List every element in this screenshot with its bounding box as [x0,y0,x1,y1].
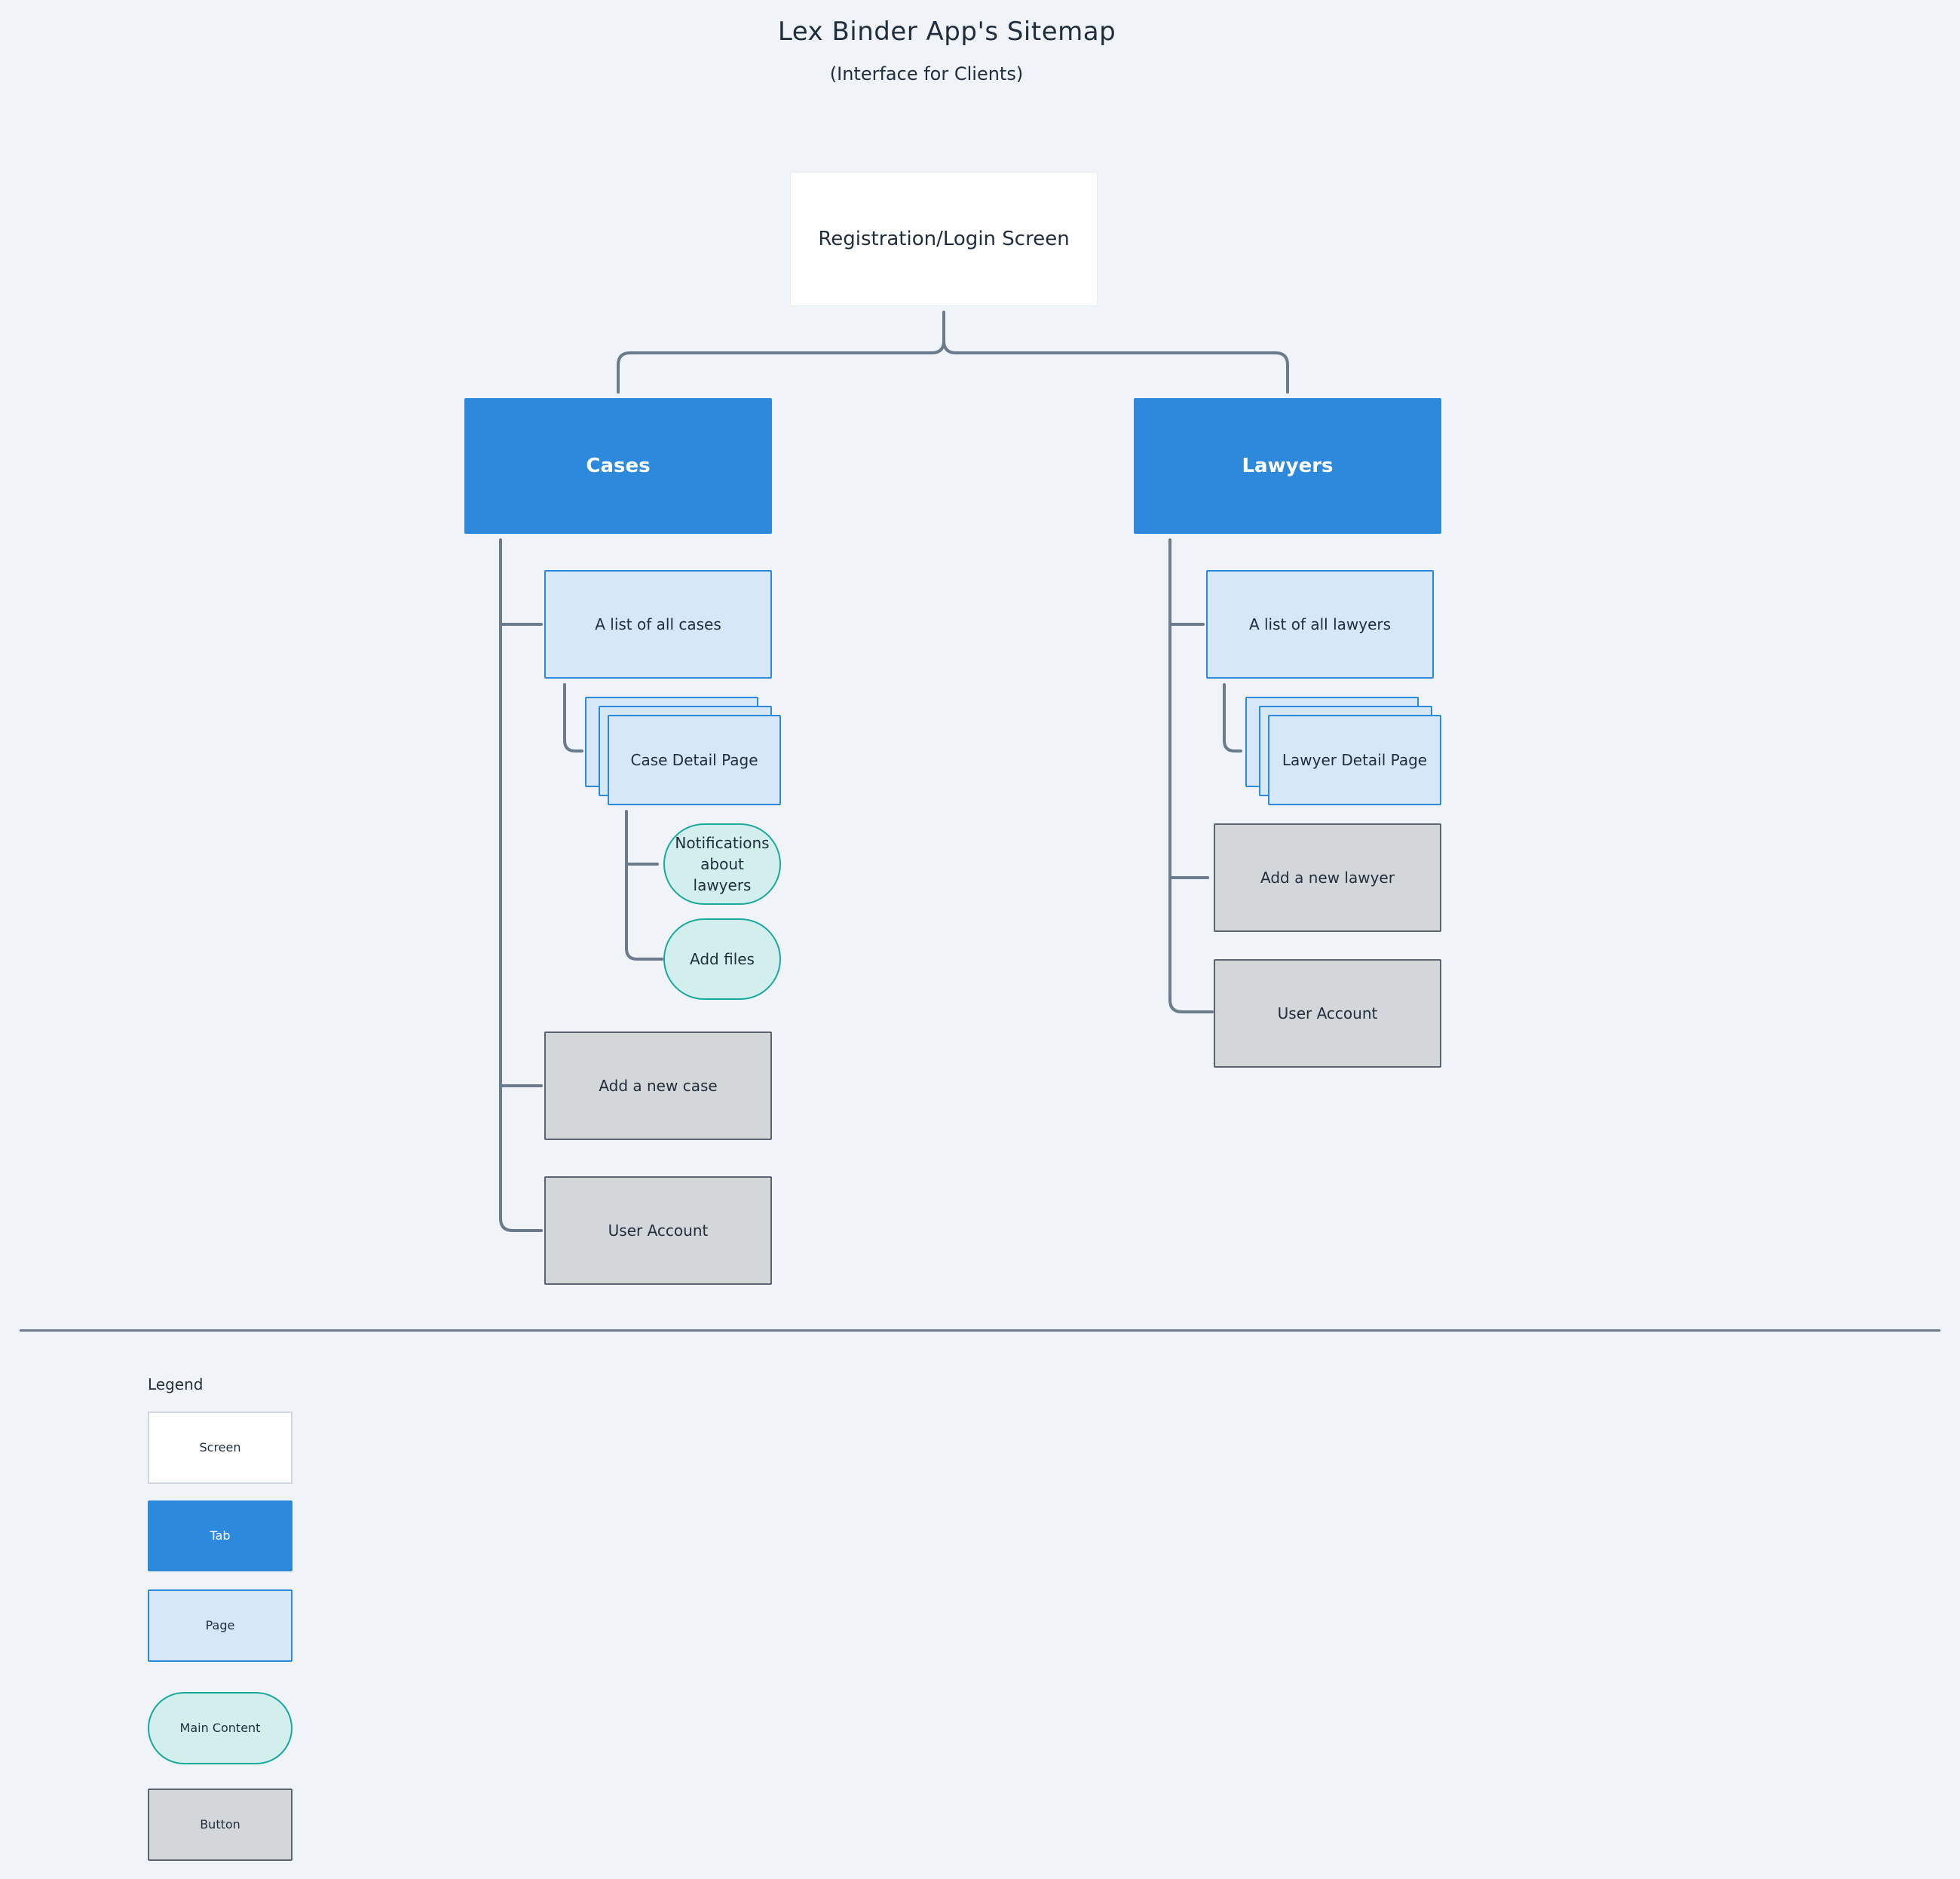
legend-divider [20,1329,1940,1332]
connector-root-lawyers [942,339,1289,394]
connector-case-content [625,810,663,961]
registration-login-screen: Registration/Login Screen [790,172,1098,306]
add-lawyer-label: Add a new lawyer [1260,869,1395,887]
lawyers-tab: Lawyers [1134,398,1441,534]
case-detail-label: Case Detail Page [630,751,758,769]
connector-lawyers-trunk [1168,538,1214,1013]
cases-tab: Cases [464,398,772,534]
add-files-label: Add files [690,950,755,968]
legend-tab-label: Tab [210,1528,231,1543]
add-lawyer-button: Add a new lawyer [1214,823,1441,932]
registration-label: Registration/Login Screen [818,227,1070,250]
legend-title: Legend [148,1375,204,1393]
diagram-subtitle: (Interface for Clients) [829,63,1024,84]
add-case-label: Add a new case [599,1077,718,1095]
connector-lawyer-detail [1223,683,1242,753]
lawyers-user-account-label: User Account [1277,1004,1378,1022]
lawyers-list-label: A list of all lawyers [1248,615,1392,633]
diagram-title: Lex Binder App's Sitemap [777,17,1116,47]
lawyers-tab-label: Lawyers [1242,454,1334,477]
add-files-content: Add files [663,918,781,1000]
lawyer-detail-page: Lawyer Detail Page [1268,715,1441,805]
connector-cases-trunk [499,538,543,1232]
legend-page-label: Page [205,1617,235,1632]
lawyer-detail-label: Lawyer Detail Page [1282,751,1428,769]
cases-tab-label: Cases [586,454,651,477]
cases-user-account-button: User Account [544,1176,772,1285]
lawyers-list-page: A list of all lawyers [1206,570,1434,679]
legend-tab: Tab [148,1500,292,1571]
cases-list-page: A list of all cases [544,570,772,679]
legend-page: Page [148,1589,292,1662]
cases-list-label: A list of all cases [595,615,721,633]
connector-root-tabs [617,311,945,394]
legend-screen: Screen [148,1412,292,1484]
notifications-content: Notifications about lawyers [663,823,781,905]
case-detail-page: Case Detail Page [608,715,781,805]
legend-main-content: Main Content [148,1692,292,1764]
legend-button-label: Button [200,1816,240,1831]
notifications-label: Notifications about lawyers [675,834,770,894]
add-case-button: Add a new case [544,1031,772,1140]
legend-button: Button [148,1789,292,1861]
connector-case-detail [563,683,583,753]
legend-screen-label: Screen [199,1439,241,1454]
cases-user-account-label: User Account [608,1222,709,1240]
legend-main-content-label: Main Content [179,1720,261,1735]
lawyers-user-account-button: User Account [1214,959,1441,1068]
